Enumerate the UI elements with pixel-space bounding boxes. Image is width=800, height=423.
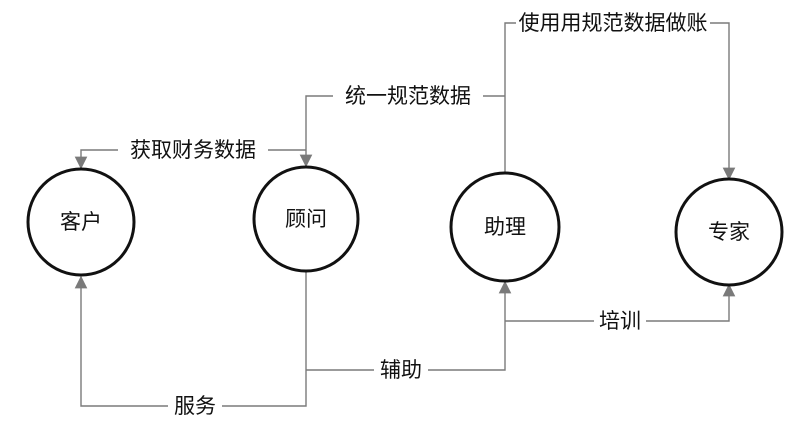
- label-service: 服务: [174, 394, 216, 418]
- node-consultant: 顾问: [252, 165, 360, 273]
- label-unify-data: 统一规范数据: [345, 84, 471, 108]
- edge-bookkeeping: [504, 22, 736, 181]
- edge-assist: [306, 280, 512, 371]
- label-assist: 辅助: [380, 358, 422, 382]
- node-client-label: 客户: [60, 210, 102, 234]
- label-get-financial-data: 获取财务数据: [130, 138, 256, 162]
- node-expert: 专家: [674, 177, 784, 287]
- edge-training: [505, 283, 736, 322]
- node-expert-label: 专家: [708, 220, 750, 244]
- label-training: 培训: [599, 309, 641, 333]
- node-client: 客户: [26, 167, 136, 277]
- node-consultant-label: 顾问: [285, 207, 327, 231]
- edge-service: [74, 272, 307, 407]
- node-assistant-label: 助理: [484, 215, 526, 239]
- label-bookkeeping: 使用用规范数据做账: [519, 11, 708, 35]
- node-assistant: 助理: [449, 171, 561, 283]
